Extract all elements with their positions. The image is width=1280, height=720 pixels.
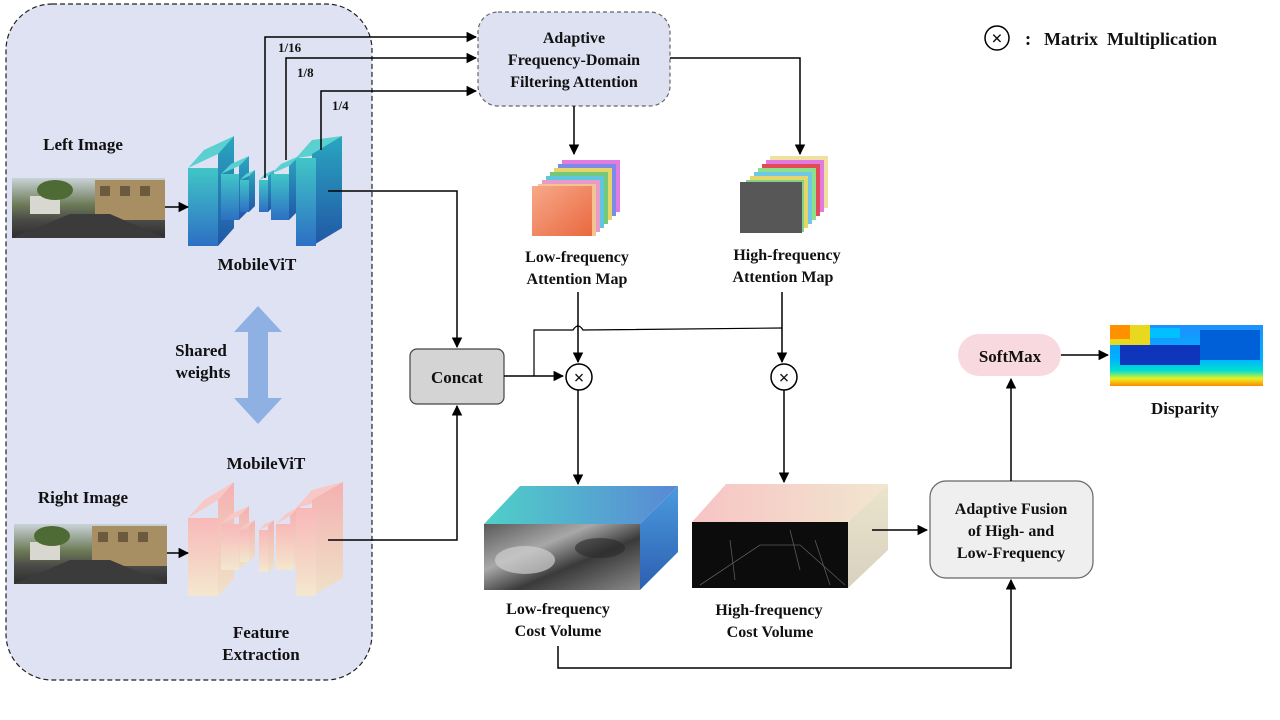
legend-symbol: ×: [991, 28, 1002, 50]
multiply-legend-icon: [984, 25, 1010, 51]
shared-weights-arrow: [234, 306, 282, 424]
concat-label: Concat: [431, 368, 483, 387]
high-attention-label-line2: Attention Map: [733, 269, 834, 286]
disparity-map-image: [1110, 325, 1263, 386]
legend-text: Matrix Multiplication: [1044, 29, 1217, 49]
mobilevit-bottom-label: MobileViT: [227, 454, 306, 473]
affa-label-line3: Filtering Attention: [510, 74, 638, 91]
feature-extraction-label-line2: Extraction: [222, 645, 300, 664]
high-frequency-cost-volume: [692, 484, 888, 588]
legend: × : Matrix Multiplication: [984, 25, 1217, 51]
affa-label-line2: Frequency-Domain: [508, 52, 640, 69]
disparity-label: Disparity: [1151, 399, 1220, 418]
right-image-label: Right Image: [38, 488, 129, 507]
fusion-label-line3: Low-Frequency: [957, 545, 1065, 562]
scale-label-1-8: 1/8: [297, 65, 314, 80]
scale-label-1-16: 1/16: [278, 40, 302, 55]
high-multiply-symbol: ×: [779, 368, 790, 389]
top-features-to-concat-arrow: [328, 190, 463, 349]
left-image-label: Left Image: [43, 135, 123, 154]
high-attention-label-line1: High-frequency: [733, 247, 840, 264]
scale-label-1-4: 1/4: [332, 98, 349, 113]
mobilevit-top-blocks: [188, 136, 342, 246]
low-multiply-symbol: ×: [574, 368, 585, 389]
feature-extraction-panel: [5, 3, 373, 681]
low-volume-label-line1: Low-frequency: [506, 601, 610, 618]
affa-label-line1: Adaptive: [543, 30, 605, 47]
high-volume-label-line2: Cost Volume: [727, 624, 814, 641]
affa-to-high-attention-arrow: [670, 57, 806, 156]
low-volume-to-fusion-arrow: [557, 578, 1017, 669]
legend-colon: :: [1025, 29, 1031, 50]
scale-arrows: [264, 31, 478, 178]
low-attention-label-line1: Low-frequency: [525, 249, 629, 266]
shared-weights-label-line1: Shared: [175, 341, 227, 360]
low-volume-label-line2: Cost Volume: [515, 623, 602, 640]
left-image-thumbnail: [12, 178, 165, 238]
low-frequency-cost-volume: [484, 486, 678, 590]
low-frequency-attention-map-stack: [532, 160, 620, 236]
softmax-label: SoftMax: [979, 347, 1042, 366]
shared-weights-label-line2: weights: [176, 363, 231, 382]
bottom-features-to-concat-arrow: [328, 404, 463, 541]
mobilevit-top-label: MobileViT: [218, 255, 297, 274]
fusion-label-line1: Adaptive Fusion: [955, 501, 1068, 518]
high-volume-label-line1: High-frequency: [715, 602, 822, 619]
mobilevit-bottom-blocks: [188, 482, 343, 596]
low-attention-label-line2: Attention Map: [527, 271, 628, 288]
high-frequency-attention-map-stack: [740, 156, 828, 233]
fusion-label-line2: of High- and: [968, 523, 1054, 540]
feature-extraction-label-line1: Feature: [233, 623, 290, 642]
softmax-box: [958, 334, 1061, 376]
right-image-thumbnail: [14, 524, 167, 584]
low-multiply-icon: [565, 363, 593, 391]
